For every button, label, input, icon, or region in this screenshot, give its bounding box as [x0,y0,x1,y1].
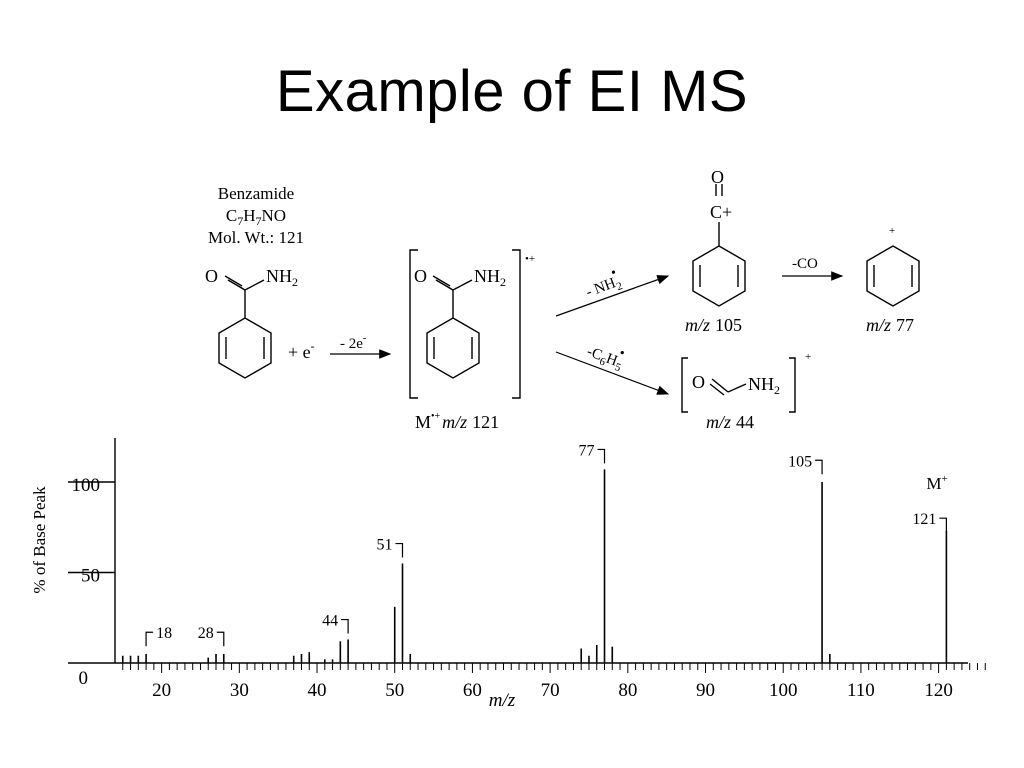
annotation-m: M [926,474,941,493]
molecular-formula: C7H7NO [226,206,286,228]
benzamide-oxygen: O [205,266,218,286]
peak-label-28: 28 [198,625,214,642]
x-tick-label-90: 90 [696,680,715,701]
peak-label-44: 44 [322,613,338,630]
acylium-oxygen: O [711,167,724,187]
x-tick-label-60: 60 [463,680,482,701]
benzamide-amine: NH2 [266,266,298,289]
amide-fragment-brackets [681,357,796,413]
fragmentation-scheme: Benzamide C7H7NO Mol. Wt.: 121 O NH2 + e… [205,167,920,432]
loss-nh2-arrow [555,275,670,317]
amide-fragment-charge: + [805,351,811,363]
molecular-weight: Mol. Wt.: 121 [208,228,304,247]
annotation-plus: + [942,473,948,485]
molecular-ion-amine: NH2 [474,266,506,289]
peak-label-77: 77 [579,442,595,459]
label-bracket-28 [216,631,225,647]
ionization-arrow-label: - 2e- [340,333,366,352]
phenyl-charge: + [889,225,895,237]
y-axis-label: % of Base Peak [30,486,49,594]
molecular-ion-brackets [409,249,521,399]
label-bracket-77 [597,448,606,464]
peak-label-18: 18 [156,625,172,642]
x-axis-label: m/z [489,690,516,711]
electron-addition: + e- [288,339,315,362]
loss-c6h5-label: -C6H5• [584,335,629,374]
peak-label-51: 51 [376,537,392,554]
peak-label-105: 105 [788,453,812,470]
compound-name: Benzamide [218,184,294,203]
amide-fragment-amine: NH2 [748,374,780,397]
phenyl-cation-structure [866,245,920,307]
x-tick-label-100: 100 [769,680,798,701]
x-tick-label-30: 30 [230,680,249,701]
peak-label-121: 121 [912,511,936,528]
label-bracket-121 [939,517,947,533]
x-tick-label-20: 20 [152,680,171,701]
loss-c6h5-arrow [555,351,670,395]
molecular-ion-annotation: M+ [926,473,947,493]
y-tick-label-0: 0 [79,668,89,689]
amide-fragment-oxygen: O [692,372,705,392]
x-tick-label-110: 110 [847,680,875,701]
loss-co-label: -CO [792,256,818,272]
label-bracket-105 [815,459,823,475]
slide-title: Example of EI MS [275,59,749,124]
label-bracket-51 [395,542,404,558]
radical-cation-sign: •+ [525,253,535,265]
acylium-structure [692,184,746,307]
x-tick-label-120: 120 [924,680,953,701]
spectrum-peaks [121,469,948,663]
x-tick-label-80: 80 [618,680,637,701]
label-bracket-18 [145,631,154,647]
chart-axes: 0 50 100 20 30 40 50 60 70 80 90 100 110 120 [68,438,986,701]
molecular-ion-oxygen: O [414,266,427,286]
y-tick-label-50: 50 [81,566,100,587]
x-tick-label-50: 50 [385,680,404,701]
benzamide-structure [218,275,272,379]
label-bracket-44 [341,618,349,634]
molecular-ion-structure [426,275,480,379]
acylium-carbon: C+ [710,202,732,222]
x-tick-label-40: 40 [308,680,327,701]
peak-labels: 18 28 44 51 77 105 121 M+ [145,442,948,647]
y-tick-label-100: 100 [72,475,101,496]
x-tick-label-70: 70 [541,680,560,701]
